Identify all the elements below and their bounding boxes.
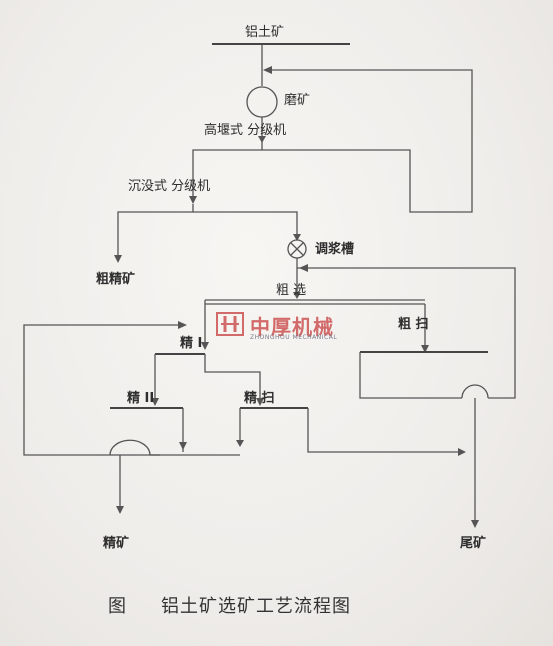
node-cleaning-2: 精 II xyxy=(127,391,155,406)
arrow-scavenging-recycle xyxy=(299,264,308,272)
edge-to-conditioning xyxy=(193,211,298,239)
node-mill: 磨矿 xyxy=(284,93,311,108)
arrow-submerged xyxy=(189,196,197,204)
caption-title: 铝土矿选矿工艺流程图 xyxy=(161,596,351,617)
edge-classifier-recycle xyxy=(261,69,473,213)
arrow-cleaning1 xyxy=(201,342,209,350)
arrow-tailings xyxy=(471,520,479,528)
arrow-cleaning2 xyxy=(151,398,159,406)
arrow-to-tailings-line xyxy=(458,448,466,456)
node-roughing: 粗 选 xyxy=(276,283,307,298)
node-cleaning-1: 精 I xyxy=(180,336,203,351)
arrow-cleaner-scavenging xyxy=(256,398,264,406)
arrow-mill-classifier xyxy=(258,136,266,143)
figure-caption: 图 铝土矿选矿工艺流程图 xyxy=(108,592,351,618)
edge-to-submerged-classifier xyxy=(192,149,262,200)
arrow-coarse-concentrate xyxy=(114,255,122,263)
edge-cleaning2-recycle xyxy=(23,324,178,456)
node-rougher-scavenging: 粗 扫 xyxy=(398,317,429,332)
arrow-cleaning2-recycle xyxy=(178,321,187,329)
caption-label: 图 xyxy=(108,596,127,617)
arrow-conditioning xyxy=(293,234,301,241)
watermark-subtitle: ZHONGHOU MECHANICAL xyxy=(250,334,338,341)
node-concentrate: 精矿 xyxy=(103,536,130,551)
arrow-concentrate xyxy=(116,506,124,514)
node-cleaner-scavenging: 精 扫 xyxy=(244,391,275,406)
watermark-title: 中厚机械 xyxy=(250,315,334,339)
node-submerged-classifier: 沉没式 分级机 xyxy=(128,179,211,194)
arrow-recycle xyxy=(263,66,272,74)
edge-cleaning1-to-cleaner-scavenging xyxy=(204,354,261,402)
node-feed: 铝土矿 xyxy=(245,25,285,40)
edge-scavenging-recycle xyxy=(297,267,516,399)
arrow-roughing xyxy=(293,292,301,299)
node-coarse-concentrate: 粗精矿 xyxy=(96,272,136,287)
arrow-rougher-scavenging xyxy=(421,345,429,353)
node-conditioning-tank: 调浆槽 xyxy=(315,242,355,257)
company-logo-icon xyxy=(216,312,244,336)
edge-to-coarse-concentrate xyxy=(117,204,194,258)
node-tailings: 尾矿 xyxy=(460,536,487,551)
mill-symbol xyxy=(246,86,278,118)
node-high-weir-classifier: 高堰式 分级机 xyxy=(204,123,287,138)
